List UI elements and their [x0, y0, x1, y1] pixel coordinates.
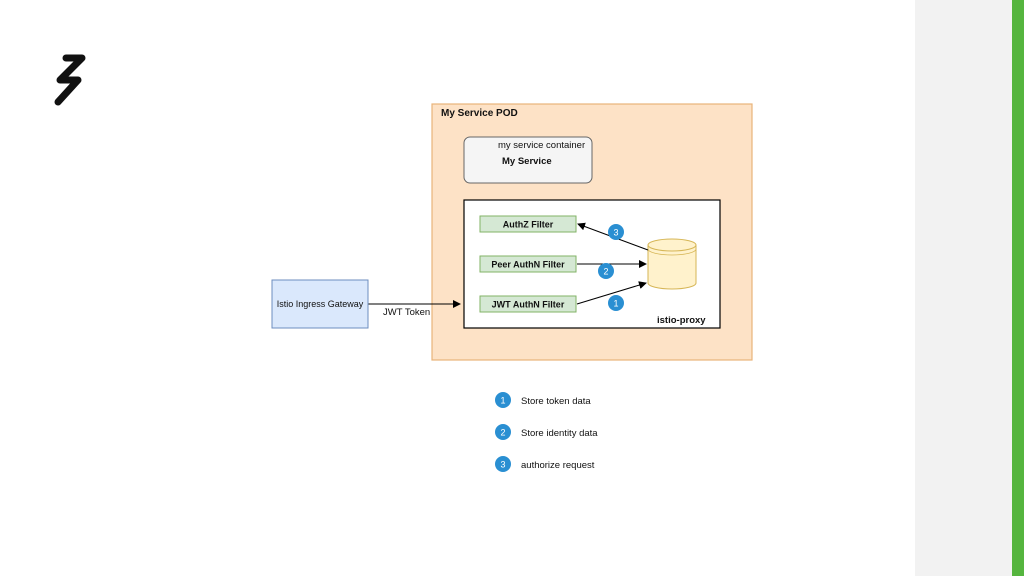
right-side-panel: [915, 0, 1012, 576]
gateway-label: Istio Ingress Gateway: [277, 299, 364, 309]
svg-text:1: 1: [500, 396, 505, 406]
jwt-authn-filter: JWT AuthN Filter: [479, 295, 577, 313]
peer-authn-filter-label: Peer AuthN Filter: [491, 260, 565, 270]
legend-text: Store identity data: [521, 428, 598, 439]
jwt-authn-filter-label: JWT AuthN Filter: [492, 300, 565, 310]
svg-text:1: 1: [613, 299, 618, 309]
legend-item: 1 Store token data: [495, 392, 591, 408]
istio-ingress-gateway: Istio Ingress Gateway: [271, 279, 369, 329]
lightning-zigzag-icon: [54, 54, 86, 106]
legend-text: Store token data: [521, 396, 591, 407]
service-container: my service container My Service: [463, 136, 593, 184]
pod-label: My Service POD: [441, 108, 518, 119]
legend: 1 Store token data 2 Store identity data…: [495, 392, 598, 472]
service-container-label: my service container: [498, 140, 585, 151]
architecture-diagram: My Service POD my service container My S…: [271, 103, 753, 472]
svg-text:3: 3: [500, 460, 505, 470]
service-name: My Service: [502, 156, 552, 167]
istio-proxy-label: istio-proxy: [657, 315, 706, 326]
authz-filter: AuthZ Filter: [479, 215, 577, 233]
step-badge-2: 2: [598, 263, 614, 279]
svg-text:2: 2: [500, 428, 505, 438]
database-icon: [647, 238, 697, 290]
svg-text:3: 3: [613, 228, 618, 238]
jwt-token-edge-label: JWT Token: [383, 307, 430, 318]
step-badge-1: 1: [608, 295, 624, 311]
svg-text:2: 2: [603, 267, 608, 277]
arrow-jwt-to-db: [576, 281, 647, 305]
peer-authn-filter: Peer AuthN Filter: [479, 255, 577, 273]
legend-text: authorize request: [521, 460, 595, 471]
authz-filter-label: AuthZ Filter: [503, 220, 554, 230]
step-badge-3: 3: [608, 224, 624, 240]
legend-item: 2 Store identity data: [495, 424, 598, 440]
right-accent-bar: [1012, 0, 1024, 576]
legend-item: 3 authorize request: [495, 456, 595, 472]
